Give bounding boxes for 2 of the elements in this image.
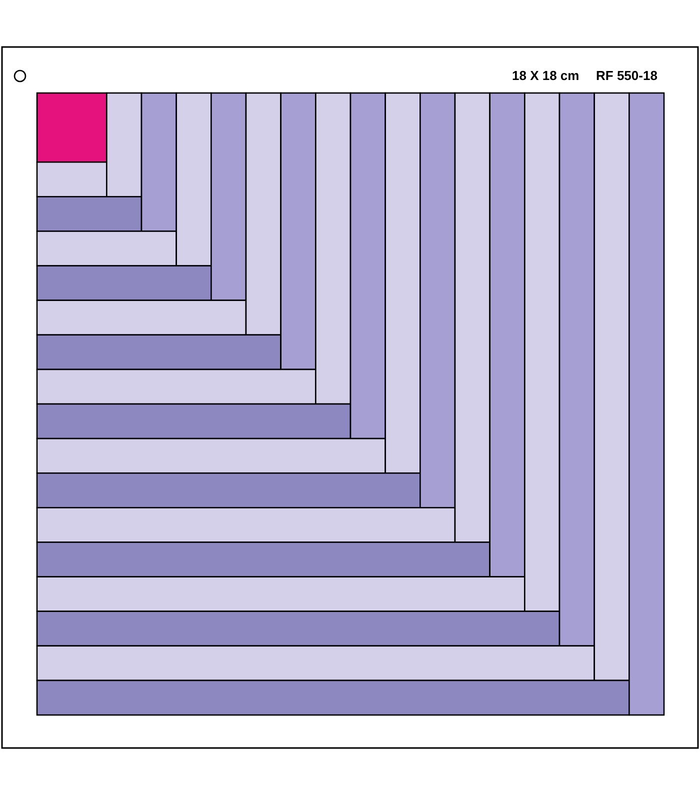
size-label: 18 X 18 cm <box>512 68 580 83</box>
reference-code: RF 550-18 <box>596 68 658 83</box>
